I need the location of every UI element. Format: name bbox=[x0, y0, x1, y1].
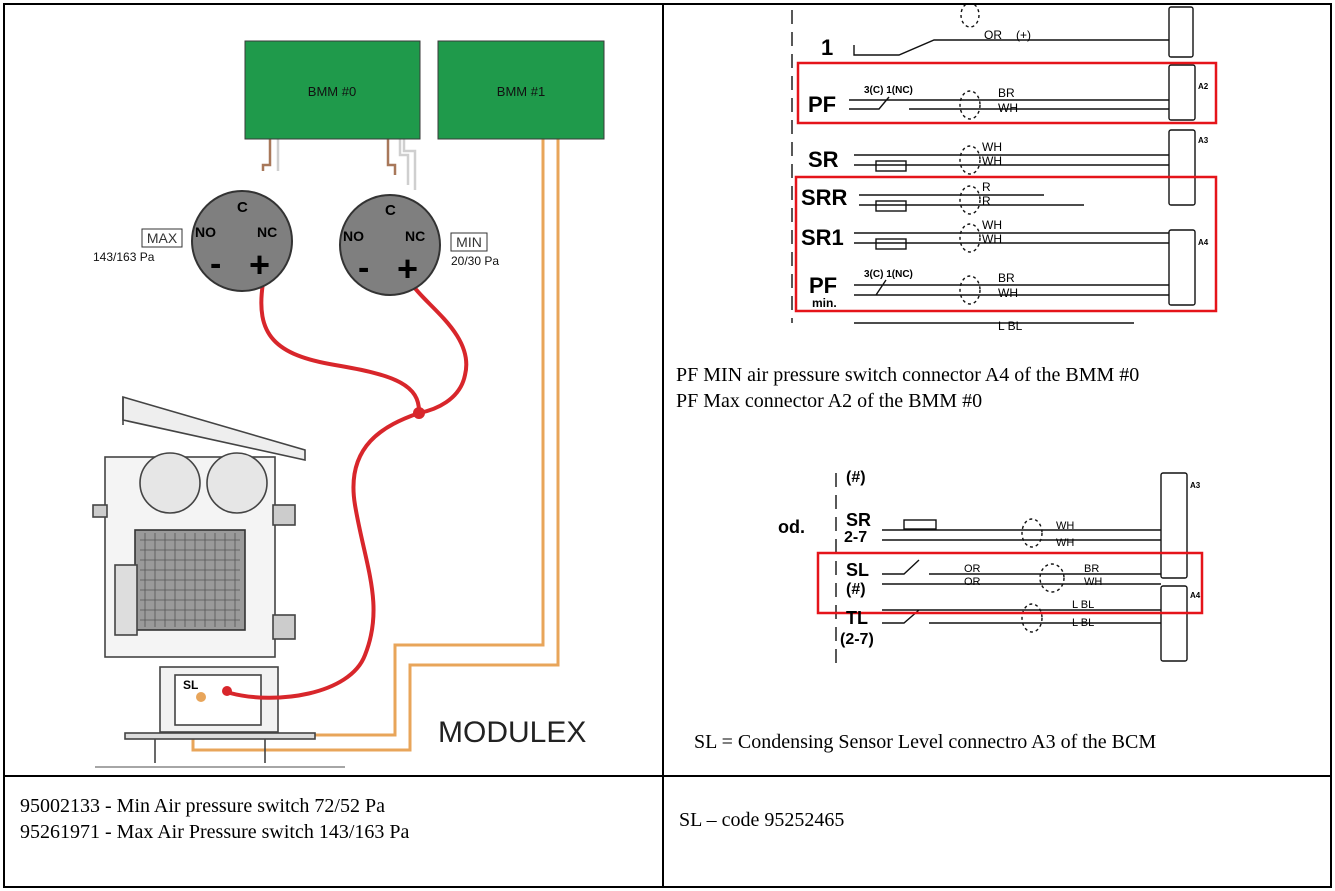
connector-a3: A3 bbox=[1198, 136, 1209, 145]
row-label-sr: SR bbox=[808, 147, 839, 172]
schematic-top: 1 PF SR SRR SR1 PF min. 3(C) 1(NC) 3(C) … bbox=[791, 5, 1218, 333]
wire-pfmin-br: BR bbox=[998, 271, 1015, 285]
sl-label: SL bbox=[183, 678, 198, 692]
wire-pf-br: BR bbox=[998, 86, 1015, 100]
min-nc-label: NC bbox=[405, 228, 425, 244]
row-label-1: 1 bbox=[821, 35, 833, 60]
bottom-row-sublabel-sr: 2-7 bbox=[844, 529, 867, 546]
parts-left-line-2: 95261971 - Max Air Pressure switch 143/1… bbox=[20, 821, 410, 843]
max-c-label: C bbox=[237, 199, 248, 216]
table-border-left bbox=[3, 3, 5, 888]
max-pressure-switch: C NO NC - + bbox=[191, 190, 293, 292]
bottom-wire-tl-a: L BL bbox=[1072, 599, 1094, 611]
bottom-connector-a4: A4 bbox=[1190, 591, 1201, 600]
heat-exchanger-grid bbox=[140, 533, 240, 627]
bottom-row-label-sr: SR bbox=[846, 510, 871, 530]
bottom-row-sublabel-sl: (#) bbox=[846, 581, 866, 598]
wire-srr-a: R bbox=[982, 180, 991, 194]
min-pressure-switch: C NO NC - + bbox=[339, 194, 441, 296]
table-row-divider bbox=[3, 775, 1332, 777]
row-label-srr: SRR bbox=[801, 185, 848, 210]
max-no-label: NO bbox=[195, 224, 216, 240]
bottom-row-label-sl: SL bbox=[846, 560, 869, 580]
wiring-diagram: BMM #0 BMM #1 bbox=[92, 40, 605, 768]
bottom-left-fragment: od. bbox=[778, 517, 805, 537]
bmm-1-label: BMM #1 bbox=[497, 84, 545, 99]
row-sublabel-min: min. bbox=[812, 296, 837, 310]
row-label-pf-min: PF bbox=[809, 273, 837, 298]
table-border-bottom bbox=[3, 886, 1332, 888]
bottom-row-label-tl: TL bbox=[846, 608, 868, 628]
wire-sr1-b: WH bbox=[982, 232, 1002, 246]
wire-1a: OR bbox=[984, 28, 1002, 42]
bottom-wire-sr-a: WH bbox=[1056, 520, 1074, 532]
bottom-wire-tl-b: L BL bbox=[1072, 617, 1094, 629]
wire-pf-wh: WH bbox=[998, 101, 1018, 115]
min-c-label: C bbox=[385, 202, 396, 219]
min-tag-box bbox=[450, 232, 488, 252]
bmm-1-box bbox=[437, 40, 605, 140]
wire-sr-b: WH bbox=[982, 154, 1002, 168]
wire-1b: (+) bbox=[1016, 28, 1031, 42]
wire-sr-a: WH bbox=[982, 140, 1002, 154]
parts-right: SL – code 95252465 bbox=[679, 809, 845, 831]
highlight-sl bbox=[816, 551, 1204, 615]
max-nc-label: NC bbox=[257, 224, 277, 240]
bottom-row-label-top: (#) bbox=[846, 469, 866, 486]
sl-orange-terminal bbox=[196, 692, 206, 702]
bottom-wire-sl-br: BR bbox=[1084, 563, 1099, 575]
bmm-0-box bbox=[244, 40, 421, 140]
bottom-wire-sl-or1: OR bbox=[964, 563, 981, 575]
schematic-bottom: (#) SR 2-7 SL (#) TL (2-7) od. WH WH OR … bbox=[778, 469, 1204, 663]
caption-top-line-1: PF MIN air pressure switch connector A4 … bbox=[676, 364, 1140, 386]
max-range: 143/163 Pa bbox=[93, 250, 155, 264]
row-label-sr1: SR1 bbox=[801, 225, 844, 250]
max-tag: MAX bbox=[147, 230, 178, 246]
highlight-pf-min bbox=[794, 175, 1218, 313]
min-minus-label: - bbox=[358, 249, 369, 287]
table-border-right bbox=[1330, 3, 1332, 888]
bottom-wire-sl-or2: OR bbox=[964, 576, 981, 588]
min-range: 20/30 Pa bbox=[451, 254, 499, 268]
wire-pfmin-wh: WH bbox=[998, 286, 1018, 300]
min-plus-label: + bbox=[397, 248, 418, 289]
bottom-row-sublabel-tl: (2-7) bbox=[840, 631, 874, 648]
red-wires bbox=[229, 281, 469, 700]
boiler-illustration bbox=[92, 395, 345, 768]
sl-red-terminal bbox=[222, 686, 232, 696]
max-plus-label: + bbox=[249, 244, 270, 285]
caption-top-line-2: PF Max connector A2 of the BMM #0 bbox=[676, 390, 983, 412]
min-tag: MIN bbox=[456, 234, 482, 250]
parts-left-line-1: 95002133 - Min Air pressure switch 72/52… bbox=[20, 795, 385, 817]
wire-sr1-a: WH bbox=[982, 218, 1002, 232]
contacts-pf-max: 3(C) 1(NC) bbox=[864, 85, 913, 96]
max-tag-box bbox=[141, 228, 183, 248]
wiring-diagram-cell: BMM #0 BMM #1 bbox=[5, 5, 662, 775]
bottom-wire-sl-wh: WH bbox=[1084, 576, 1102, 588]
caption-bottom: SL = Condensing Sensor Level connectro A… bbox=[694, 731, 1157, 753]
document-table: BMM #0 BMM #1 bbox=[3, 3, 1332, 888]
bottom-wire-sr-b: WH bbox=[1056, 537, 1074, 549]
wire-lbl: L BL bbox=[998, 319, 1023, 333]
min-no-label: NO bbox=[343, 228, 364, 244]
row-label-pf-max: PF bbox=[808, 92, 836, 117]
connector-a4: A4 bbox=[1198, 238, 1209, 247]
bottom-connector-a3: A3 bbox=[1190, 481, 1201, 490]
schematic-cell: 1 PF SR SRR SR1 PF min. 3(C) 1(NC) 3(C) … bbox=[664, 5, 1330, 775]
wire-srr-b: R bbox=[982, 194, 991, 208]
connector-a2: A2 bbox=[1198, 82, 1209, 91]
red-junction bbox=[413, 407, 425, 419]
highlight-pf-max bbox=[796, 61, 1218, 125]
table-column-divider bbox=[662, 3, 664, 888]
max-minus-label: - bbox=[210, 245, 221, 283]
table-border-top bbox=[3, 3, 1332, 5]
brand-modulex: MODULEX bbox=[438, 716, 586, 749]
bmm-0-label: BMM #0 bbox=[308, 84, 356, 99]
contacts-pf-min: 3(C) 1(NC) bbox=[864, 269, 913, 280]
switch-wires bbox=[261, 139, 417, 190]
